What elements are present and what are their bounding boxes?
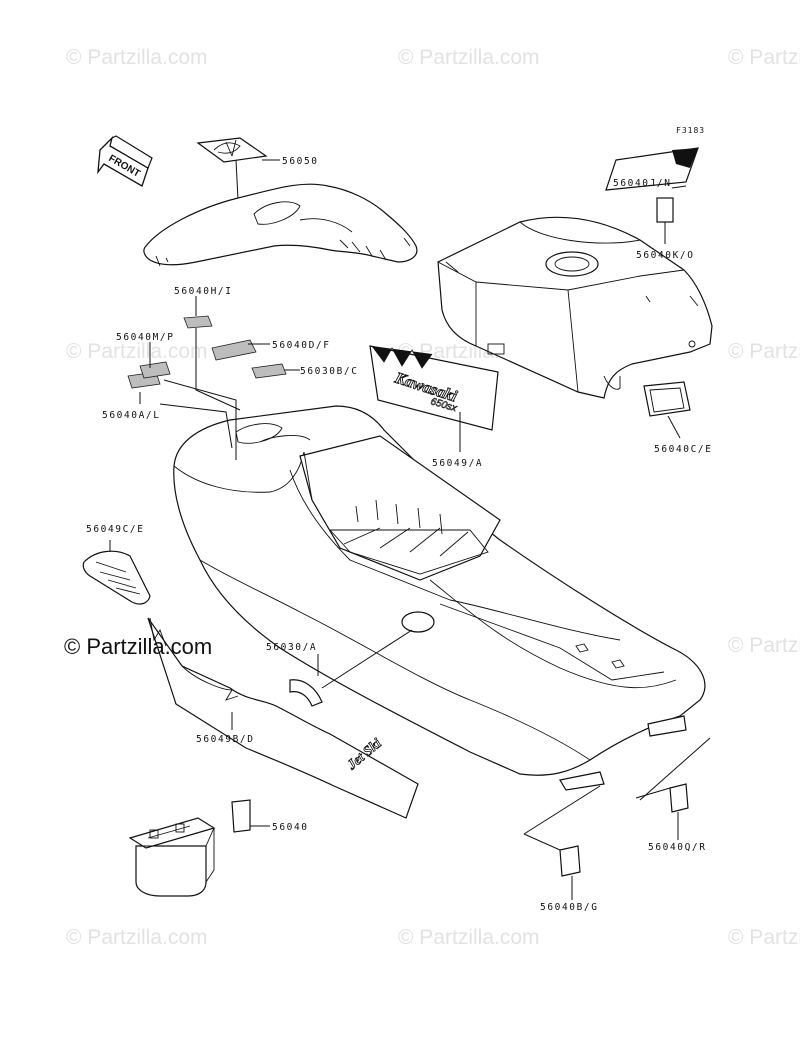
watermark: © Partzilla.com (728, 340, 800, 363)
callout-56050: 56050 (282, 156, 319, 167)
watermark: © Partzilla.com (728, 46, 800, 69)
battery-part (128, 817, 216, 897)
callout-56030-a: 56030/A (266, 642, 317, 653)
sticker-56040c-e (643, 381, 691, 417)
sticker-56050 (196, 137, 280, 201)
hull-part (173, 405, 706, 791)
callout-56040h-i: 56040H/I (174, 286, 233, 297)
callout-56040j-n: 56040J/N (613, 178, 672, 189)
watermark: © Partzilla.com (728, 926, 800, 949)
callout-56040: 56040 (272, 822, 309, 833)
sticker-56049c-e (82, 550, 151, 605)
callout-56049-a: 56049/A (432, 458, 483, 469)
sticker-56030-a (289, 679, 323, 707)
watermark: © Partzilla.com (728, 634, 800, 657)
sticker-56040b-g (559, 845, 581, 877)
watermark: © Partzilla.com (66, 340, 208, 363)
small-stickers-left (127, 315, 287, 389)
leader-lines (109, 185, 711, 900)
callout-56040m-p: 56040M/P (116, 332, 175, 343)
pole-cover-part (143, 183, 418, 267)
watermark: © Partzilla.com (398, 46, 540, 69)
callout-56049b-d: 56049B/D (196, 734, 255, 745)
callout-56049c-e: 56049C/E (86, 524, 145, 535)
front-arrow-icon: FRONT (97, 135, 153, 187)
sticker-56049-a: Kawasaki 650sx (369, 345, 499, 431)
callout-56040k-o: 56040K/O (636, 250, 695, 261)
sticker-56040j-n (605, 147, 699, 191)
callout-56040a-l: 56040A/L (102, 410, 161, 421)
watermark: © Partzilla.com (66, 926, 208, 949)
watermark: © Partzilla.com (398, 926, 540, 949)
partzilla-watermark: © Partzilla.com (64, 634, 212, 659)
figure-code: F3183 (676, 126, 705, 135)
sticker-56040q-r (669, 783, 689, 813)
sticker-56040 (231, 799, 251, 833)
callout-56040b-g: 56040B/G (540, 902, 599, 913)
callout-56040q-r: 56040Q/R (648, 842, 707, 853)
callout-56030b-c: 56030B/C (300, 366, 359, 377)
sticker-56040k-o (656, 197, 674, 223)
callout-56040c-e: 56040C/E (654, 444, 713, 455)
callout-56040d-f: 56040D/F (272, 340, 331, 351)
watermark: © Partzilla.com (66, 46, 208, 69)
rear-cover-part (437, 216, 713, 399)
callout-labels: 56050 56040J/N 56040K/O 56040H/I 56040M/… (86, 156, 713, 913)
